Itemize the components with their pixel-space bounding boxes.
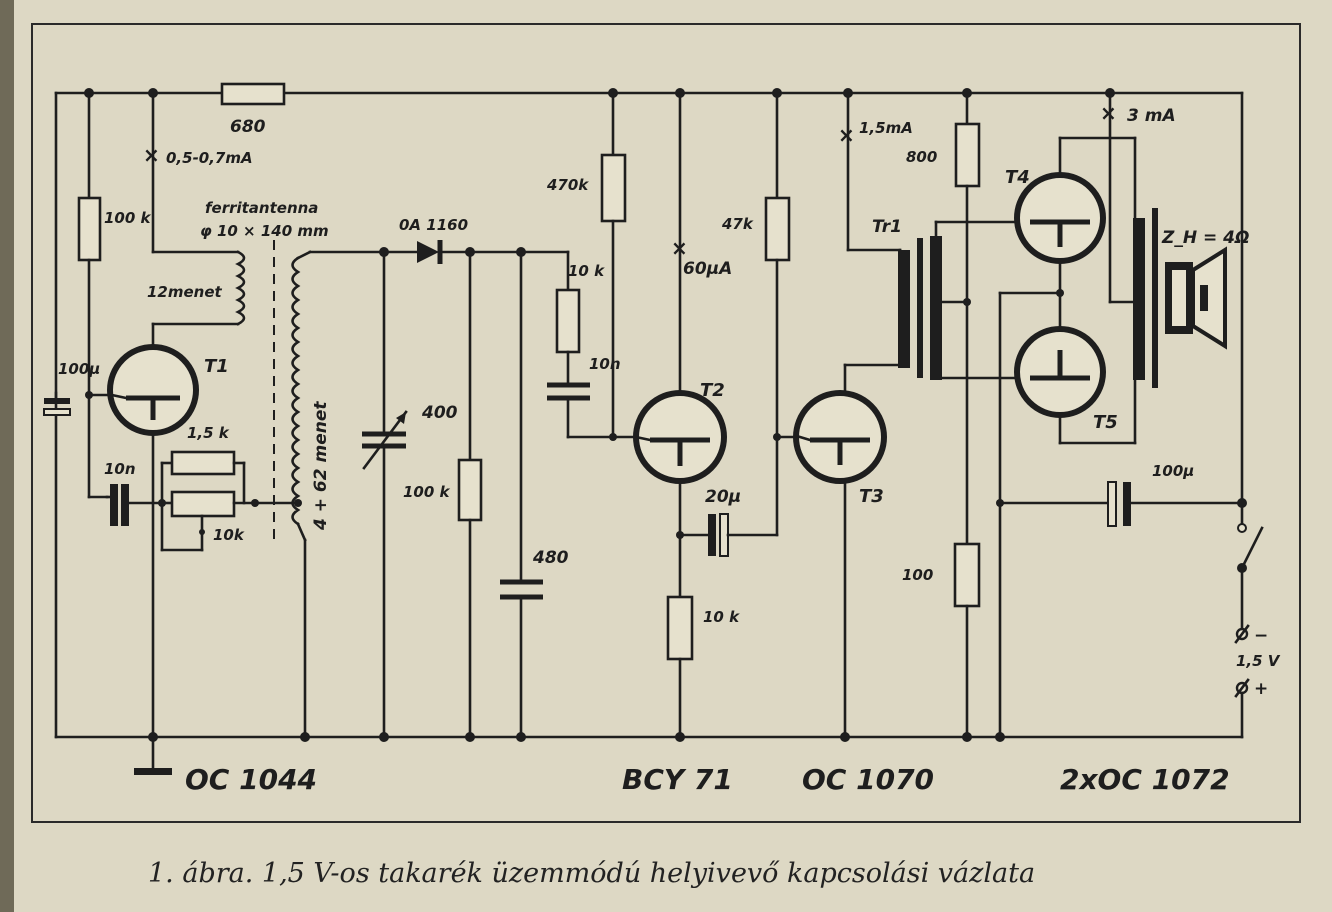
- capacitor-100u-left: 100µ: [43, 360, 100, 416]
- svg-text:T3: T3: [859, 486, 884, 507]
- transformer-tr1: Tr1: [872, 217, 942, 380]
- current-marker-t1: × 0,5-0,7mA: [143, 143, 253, 167]
- svg-text:φ 10 × 140 mm: φ 10 × 140 mm: [200, 222, 329, 240]
- diode-oa1160: 0A 1160: [382, 216, 523, 264]
- svg-text:10k: 10k: [213, 526, 245, 544]
- transistor-t1: T1: [107, 344, 229, 436]
- svg-text:100µ: 100µ: [1152, 462, 1194, 480]
- transistor-t2: T2: [633, 380, 727, 484]
- part-label-2xoc1072: 2xOC 1072: [1060, 763, 1230, 796]
- svg-text:20µ: 20µ: [705, 487, 741, 507]
- part-label-oc1044: OC 1044: [185, 763, 317, 796]
- output-transformer: [1133, 208, 1158, 388]
- resistor-10k-coupling: 10 k: [555, 262, 605, 354]
- svg-text:×: ×: [838, 123, 855, 147]
- part-label-bcy71: BCY 71: [622, 763, 733, 796]
- svg-text:12menet: 12menet: [147, 283, 223, 301]
- svg-text:4 + 62 menet: 4 + 62 menet: [311, 401, 331, 531]
- transistor-t3: T3: [793, 390, 887, 507]
- svg-text:0,5-0,7mA: 0,5-0,7mA: [166, 149, 253, 167]
- svg-text:ferritantenna: ferritantenna: [205, 199, 318, 217]
- transistor-t5: T5: [1014, 326, 1118, 433]
- current-marker-t2: × 60µA: [671, 236, 732, 279]
- page-edge: [0, 0, 14, 912]
- svg-text:60µA: 60µA: [683, 259, 732, 279]
- svg-text:×: ×: [143, 143, 160, 167]
- svg-text:100 k: 100 k: [403, 483, 451, 501]
- svg-text:+: +: [1254, 679, 1268, 699]
- svg-text:1,5 k: 1,5 k: [187, 424, 230, 442]
- svg-text:3 mA: 3 mA: [1127, 106, 1176, 126]
- svg-text:×: ×: [671, 236, 688, 260]
- coil-12-turns: 12menet: [147, 250, 246, 326]
- variable-capacitor-400: 400: [362, 403, 458, 470]
- ground-symbol: [134, 768, 172, 775]
- power-switch: [1237, 523, 1264, 573]
- transistor-t4: T4: [1005, 167, 1106, 264]
- svg-text:680: 680: [230, 117, 266, 137]
- ferrite-antenna: ferritantenna φ 10 × 140 mm 4 + 62 menet: [200, 199, 331, 545]
- svg-text:0A 1160: 0A 1160: [399, 216, 468, 234]
- svg-text:T2: T2: [700, 380, 725, 401]
- resistor-100k-load: 100 k: [403, 458, 483, 522]
- capacitor-10n-coupling: 10n: [547, 355, 621, 401]
- svg-text:100µ: 100µ: [58, 360, 100, 378]
- svg-text:800: 800: [906, 148, 937, 166]
- part-label-oc1070: OC 1070: [802, 763, 934, 796]
- svg-text:10n: 10n: [104, 460, 136, 478]
- svg-text:10 k: 10 k: [703, 608, 740, 626]
- svg-text:470k: 470k: [546, 176, 589, 194]
- svg-text:480: 480: [532, 548, 569, 568]
- svg-text:1,5 V: 1,5 V: [1236, 652, 1281, 670]
- svg-text:T1: T1: [204, 356, 229, 377]
- svg-text:Z_H = 4Ω: Z_H = 4Ω: [1161, 228, 1249, 248]
- capacitor-100u-right: 100µ: [1107, 462, 1194, 527]
- figure-caption: 1. ábra. 1,5 V-os takarék üzemmódú helyi…: [148, 858, 1035, 889]
- svg-text:T5: T5: [1093, 412, 1118, 433]
- svg-text:×: ×: [1100, 101, 1117, 125]
- resistor-1k5: 1,5 k: [160, 424, 246, 552]
- svg-text:1,5mA: 1,5mA: [859, 119, 913, 137]
- battery-terminals: − 1,5 V +: [1234, 624, 1281, 699]
- resistor-100k-bias: 100 k: [77, 196, 152, 262]
- capacitor-10n-left: 10n: [104, 460, 164, 526]
- svg-text:T4: T4: [1005, 167, 1030, 188]
- resistor-100: 100: [902, 542, 981, 608]
- svg-text:Tr1: Tr1: [872, 217, 902, 237]
- resistor-470k: 470k: [546, 153, 627, 223]
- svg-text:−: −: [1254, 626, 1268, 646]
- resistor-47k: 47k: [721, 196, 791, 262]
- current-marker-t45: × 3 mA: [1100, 101, 1176, 126]
- capacitor-20u: 20µ: [705, 487, 779, 557]
- svg-text:47k: 47k: [721, 215, 754, 233]
- current-marker-t3: × 1,5mA: [838, 119, 913, 147]
- resistor-680: 680: [220, 82, 286, 137]
- resistor-10k-emitter: 10 k: [666, 595, 740, 661]
- resistor-800: 800: [906, 122, 981, 188]
- svg-text:10 k: 10 k: [568, 262, 605, 280]
- svg-text:400: 400: [421, 403, 458, 423]
- svg-text:100: 100: [902, 566, 933, 584]
- svg-text:10n: 10n: [589, 355, 621, 373]
- capacitor-480: 480: [500, 548, 569, 600]
- speaker-icon: Z_H = 4Ω: [1161, 228, 1249, 350]
- figure-frame: [31, 23, 1301, 823]
- svg-text:100 k: 100 k: [104, 209, 152, 227]
- potentiometer-10k: 10k: [160, 490, 300, 552]
